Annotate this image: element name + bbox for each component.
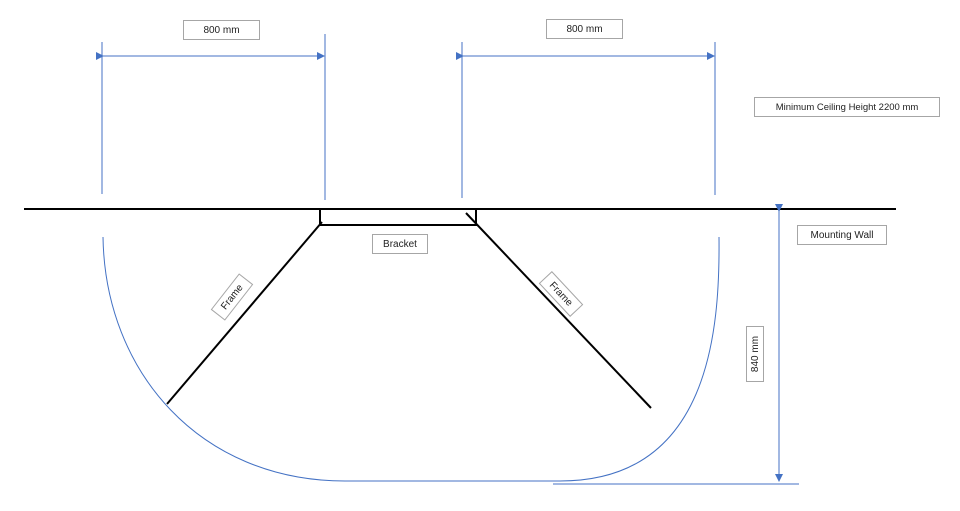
frame-left-line <box>166 221 323 405</box>
width-right-label: 800 mm <box>546 19 623 39</box>
mounting-wall-label: Mounting Wall <box>797 225 887 245</box>
bracket-label: Bracket <box>372 234 428 254</box>
sweep-outline <box>102 236 720 482</box>
bracket-outline <box>319 209 477 226</box>
depth-label: 840 mm <box>746 326 764 382</box>
frame-right-line <box>465 212 652 409</box>
width-left-label: 800 mm <box>183 20 260 40</box>
min-ceiling-label: Minimum Ceiling Height 2200 mm <box>754 97 940 117</box>
